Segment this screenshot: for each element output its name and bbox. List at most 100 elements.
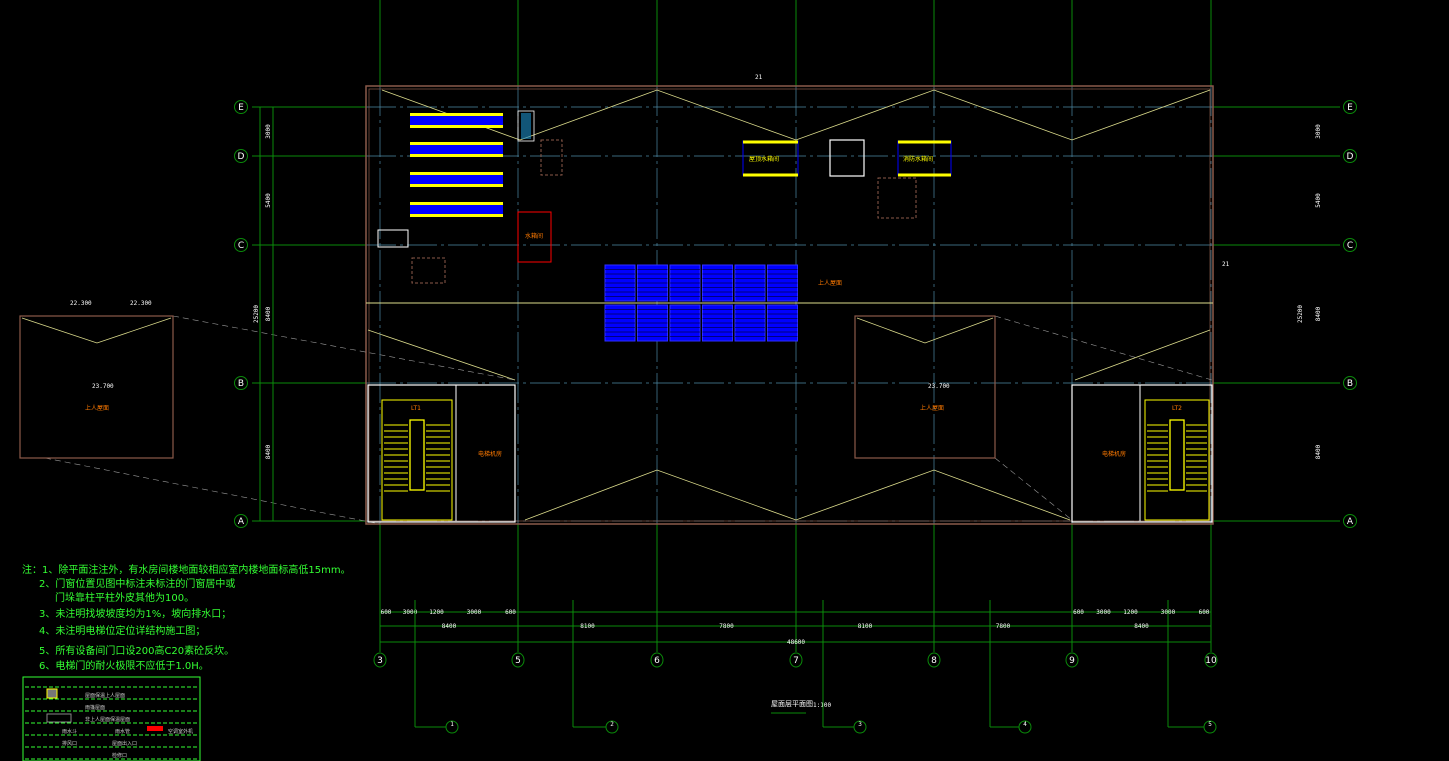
annex-ridge bbox=[856, 317, 994, 344]
dimension-text: 3000 bbox=[403, 609, 418, 616]
axis-bubble bbox=[234, 376, 248, 390]
roof-hatch bbox=[517, 110, 535, 142]
axis-label-D: D bbox=[238, 152, 245, 162]
room-label-roof-tank: 屋顶水箱间 bbox=[749, 155, 779, 163]
section-bubble bbox=[445, 720, 459, 734]
axis-bubble bbox=[234, 238, 248, 252]
axis-bubble bbox=[234, 514, 248, 528]
axis-label-E: E bbox=[1347, 103, 1353, 113]
room-label-machine-left: 电梯机房 bbox=[478, 450, 502, 458]
dimension-text: 600 bbox=[1199, 609, 1210, 616]
note-line: 6、电梯门的耐火极限不应低于1.0H。 bbox=[39, 661, 209, 672]
rack-rail bbox=[410, 113, 503, 116]
dimension-text: 8400 bbox=[265, 306, 272, 321]
axis-label-10: 10 bbox=[1205, 656, 1217, 666]
legend-label: 屋面保温上人屋面 bbox=[85, 692, 125, 699]
room-label-fire-tank: 消防水箱间 bbox=[903, 155, 933, 163]
rack-rail bbox=[410, 172, 503, 175]
dimension-total: 25200 bbox=[253, 305, 260, 323]
roof-slope-line bbox=[1074, 329, 1211, 381]
axis-label-3: 3 bbox=[377, 656, 383, 666]
dimension-text: 600 bbox=[505, 609, 516, 616]
dimension-text: 3000 bbox=[1315, 124, 1322, 139]
dimension-text: 8400 bbox=[1315, 444, 1322, 459]
room-label-lt2: LT2 bbox=[1172, 405, 1182, 412]
room-label-roof-center: 上人屋面 bbox=[818, 279, 842, 287]
roof-parapet-inner bbox=[368, 88, 1211, 522]
legend-label: 空调室外机 bbox=[168, 728, 193, 735]
room-label-roof-left: 上人屋面 bbox=[85, 404, 109, 412]
annex-ridge bbox=[21, 317, 172, 344]
axis-label-C: C bbox=[1347, 241, 1353, 251]
dimension-total: 48600 bbox=[787, 639, 805, 646]
note-line: 5、所有设备间门口设200高C20素砼反坎。 bbox=[39, 646, 235, 657]
dimension-text: 600 bbox=[381, 609, 392, 616]
elevation-mark: 22.300 bbox=[70, 300, 92, 307]
elevation-mark: 21 bbox=[1222, 261, 1230, 268]
legend-label: 检修口 bbox=[112, 752, 127, 759]
elevation-mark: 22.300 bbox=[130, 300, 152, 307]
axis-label-7: 7 bbox=[793, 656, 799, 666]
dimension-text: 8100 bbox=[858, 623, 873, 630]
axis-bubble bbox=[1343, 514, 1357, 528]
section-number: 4 bbox=[1023, 721, 1027, 728]
legend-label: 雨篷屋面 bbox=[85, 704, 105, 711]
axis-label-E: E bbox=[238, 103, 244, 113]
rack-rail bbox=[410, 214, 503, 217]
dimension-total: 25200 bbox=[1297, 305, 1304, 323]
dimension-text: 3000 bbox=[265, 124, 272, 139]
rack-rail bbox=[410, 154, 503, 157]
rack-rail bbox=[410, 184, 503, 187]
axis-label-8: 8 bbox=[931, 656, 937, 666]
axis-bubble bbox=[511, 652, 525, 668]
section-number: 1 bbox=[450, 721, 454, 728]
room-label-tank: 水箱间 bbox=[525, 232, 543, 240]
water-tank-room bbox=[517, 211, 552, 263]
section-number: 2 bbox=[610, 721, 614, 728]
roof-access bbox=[829, 139, 865, 177]
dimension-text: 8400 bbox=[1134, 623, 1149, 630]
elevation-mark: 23.700 bbox=[928, 383, 950, 390]
axis-bubble bbox=[373, 652, 387, 668]
dimension-text: 1200 bbox=[429, 609, 444, 616]
right-annex-roof bbox=[854, 315, 996, 459]
elevation-mark: 23.700 bbox=[92, 383, 114, 390]
legend-label: 排风口 bbox=[62, 740, 77, 747]
dimension-text: 8100 bbox=[580, 623, 595, 630]
legend-label: 雨水斗 bbox=[62, 728, 77, 735]
legend-swatch bbox=[46, 688, 58, 699]
equipment-rack bbox=[410, 142, 503, 156]
equipment-rack bbox=[410, 113, 503, 127]
projection-lines bbox=[44, 315, 1213, 525]
axis-label-B: B bbox=[238, 379, 244, 389]
axis-bubble bbox=[234, 149, 248, 163]
left-annex-roof bbox=[19, 315, 174, 459]
elevation-mark: 21 bbox=[755, 74, 763, 81]
axis-bubble bbox=[789, 652, 803, 668]
note-line: 2、门窗位置见图中标注未标注的门窗居中或 bbox=[39, 579, 236, 590]
axis-bubble bbox=[1343, 100, 1357, 114]
small-equipment bbox=[377, 229, 409, 248]
dimension-text: 7800 bbox=[996, 623, 1011, 630]
dimension-text: 600 bbox=[1073, 609, 1084, 616]
legend-label: 屋面出入口 bbox=[112, 740, 137, 747]
rack-rail bbox=[410, 142, 503, 145]
roof-hatch-inner bbox=[521, 113, 531, 139]
section-bubble bbox=[1018, 720, 1032, 734]
dimension-text: 3000 bbox=[467, 609, 482, 616]
equipment-racks bbox=[410, 113, 503, 217]
equipment-rack bbox=[410, 172, 503, 186]
room-label-machine-right: 电梯机房 bbox=[1102, 450, 1126, 458]
stair-core-left bbox=[367, 384, 516, 523]
section-bubble bbox=[605, 720, 619, 734]
section-number: 5 bbox=[1208, 721, 1212, 728]
drawing-title: 屋面层平面图 bbox=[771, 700, 813, 708]
section-bubble bbox=[1203, 720, 1217, 734]
room-label-roof-right: 上人屋面 bbox=[920, 404, 944, 412]
drawing-scale: 1:100 bbox=[813, 702, 831, 709]
axis-label-9: 9 bbox=[1069, 656, 1075, 666]
roof-slope-line bbox=[367, 329, 516, 381]
axis-label-5: 5 bbox=[515, 656, 521, 666]
